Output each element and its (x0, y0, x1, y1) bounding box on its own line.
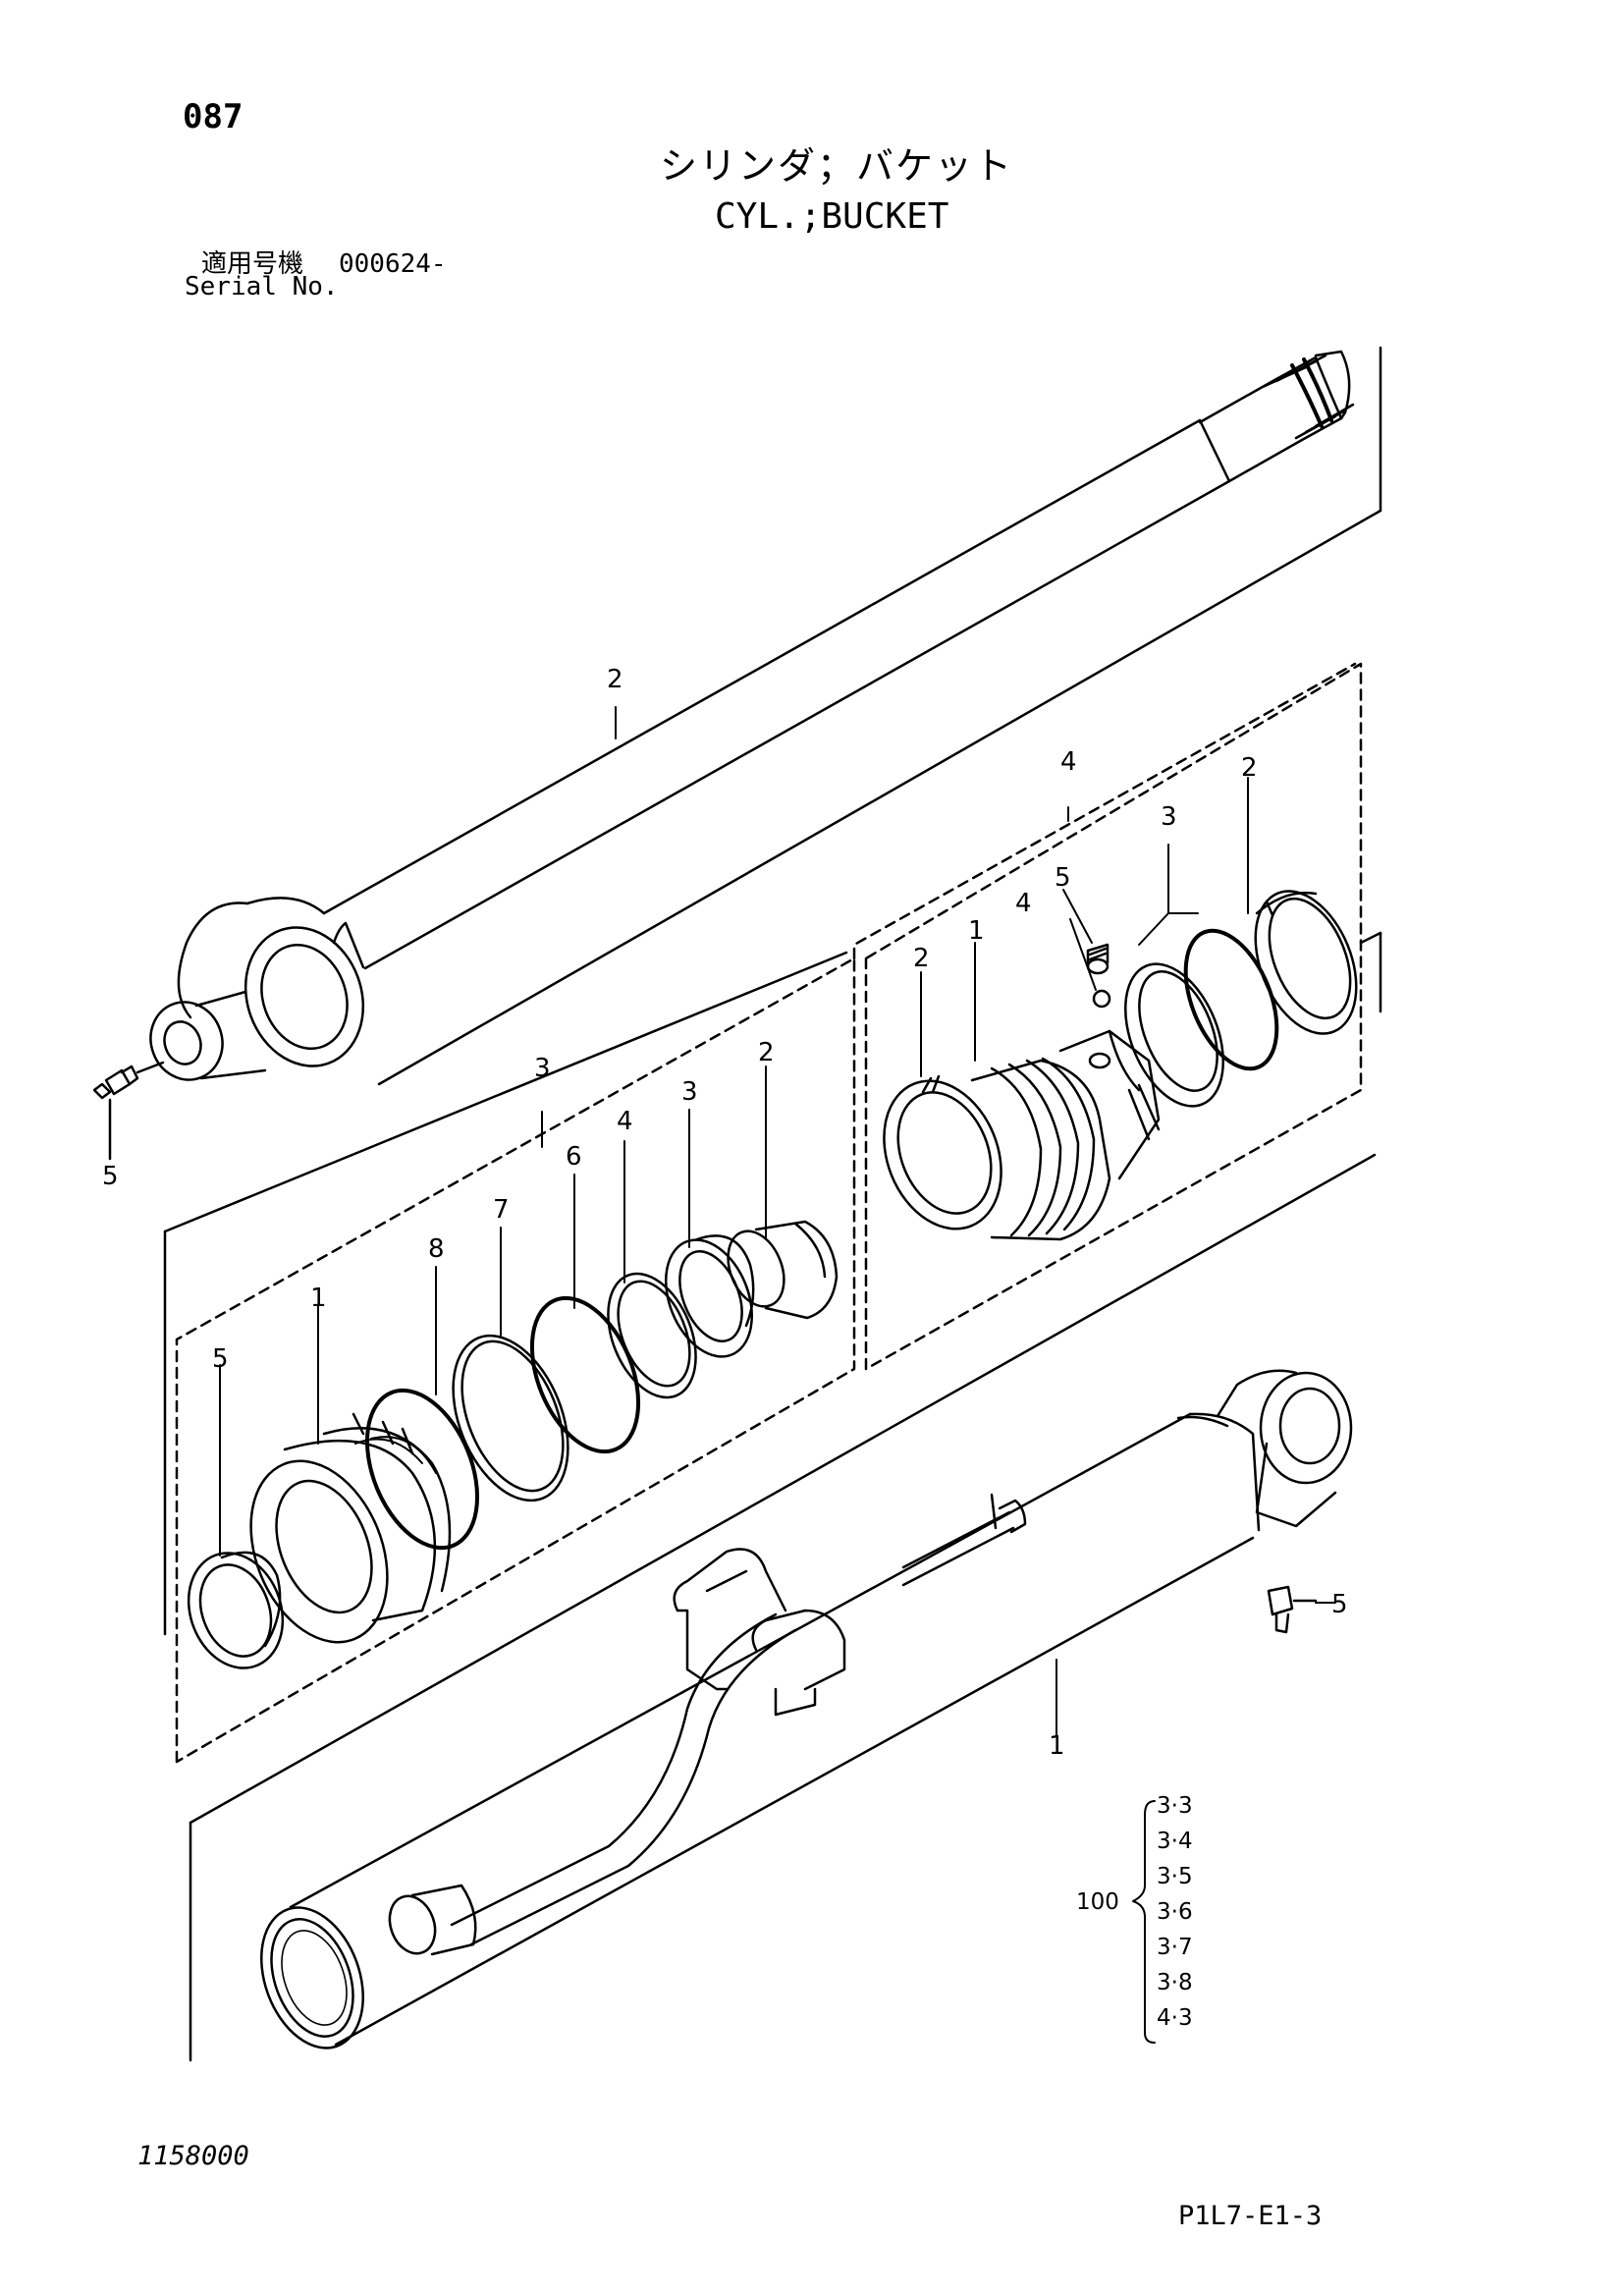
callout-labels: 2 5 3 1 8 7 6 4 3 2 5 4 2 1 4 5 3 2 1 5 (102, 665, 1348, 1761)
callout-rod-head-item: 7 (493, 1195, 510, 1225)
callout-fitting-right: 5 (1331, 1590, 1348, 1619)
callout-rod-head-item: 4 (617, 1107, 633, 1136)
cylinder-tube-illustration (189, 1153, 1377, 2062)
callout-piston-item: 5 (1055, 863, 1071, 893)
kit-item: 3·4 (1157, 1829, 1193, 1854)
rod-head-seal-stack (187, 1220, 839, 1669)
document-number: 1158000 (137, 2141, 249, 2171)
page-number: 087 (183, 97, 244, 137)
serial-number-value: 000624- (339, 249, 447, 279)
callout-rod-head-item: 5 (212, 1344, 229, 1374)
piston-seal-stack (883, 890, 1358, 1241)
callout-leaders (219, 706, 1336, 2044)
sheet-code: P1L7-E1-3 (1178, 2201, 1323, 2231)
callout-piston-group: 4 (1060, 747, 1077, 777)
callout-piston-item: 3 (1161, 802, 1177, 832)
title-japanese: シリンダ；バケット (660, 144, 1014, 188)
rod-head-group-outline (163, 951, 856, 1764)
repair-kit-list: 100 3·3 3·4 3·5 3·6 3·7 3·8 4·3 (1076, 1793, 1193, 2031)
callout-rod-head-group: 3 (534, 1054, 551, 1083)
callout-rod-head-item: 6 (566, 1142, 582, 1172)
callout-rod-head-item: 3 (681, 1077, 698, 1107)
kit-item: 3·3 (1157, 1793, 1193, 1819)
callout-rod-head-item: 1 (310, 1284, 327, 1313)
callout-fitting-left: 5 (102, 1162, 119, 1191)
title-english: CYL.;BUCKET (715, 196, 949, 237)
callout-rod-head-item: 2 (758, 1038, 775, 1067)
piston-group-outline (852, 662, 1363, 1371)
kit-item: 3·5 (1157, 1864, 1193, 1889)
serial-label-japanese: 適用号機 (201, 249, 304, 279)
callout-tube: 1 (1049, 1731, 1065, 1761)
kit-item: 4·3 (1157, 2005, 1193, 2031)
callout-piston-item: 4 (1015, 889, 1032, 918)
callout-piston-item: 2 (1241, 753, 1258, 783)
grease-fitting-left (92, 1061, 165, 1161)
callout-piston-item: 1 (968, 916, 985, 946)
callout-rod-head-item: 8 (428, 1234, 445, 1264)
grease-fitting-right (1267, 1585, 1318, 1634)
kit-item: 3·8 (1157, 1970, 1193, 1995)
callout-rod: 2 (607, 665, 623, 694)
kit-item: 3·7 (1157, 1935, 1193, 1960)
kit-item: 3·6 (1157, 1899, 1193, 1925)
piston-rod-illustration (149, 346, 1382, 1086)
kit-number: 100 (1076, 1889, 1119, 1915)
callout-piston-item: 2 (913, 944, 930, 973)
serial-label-english: Serial No. (185, 272, 339, 301)
